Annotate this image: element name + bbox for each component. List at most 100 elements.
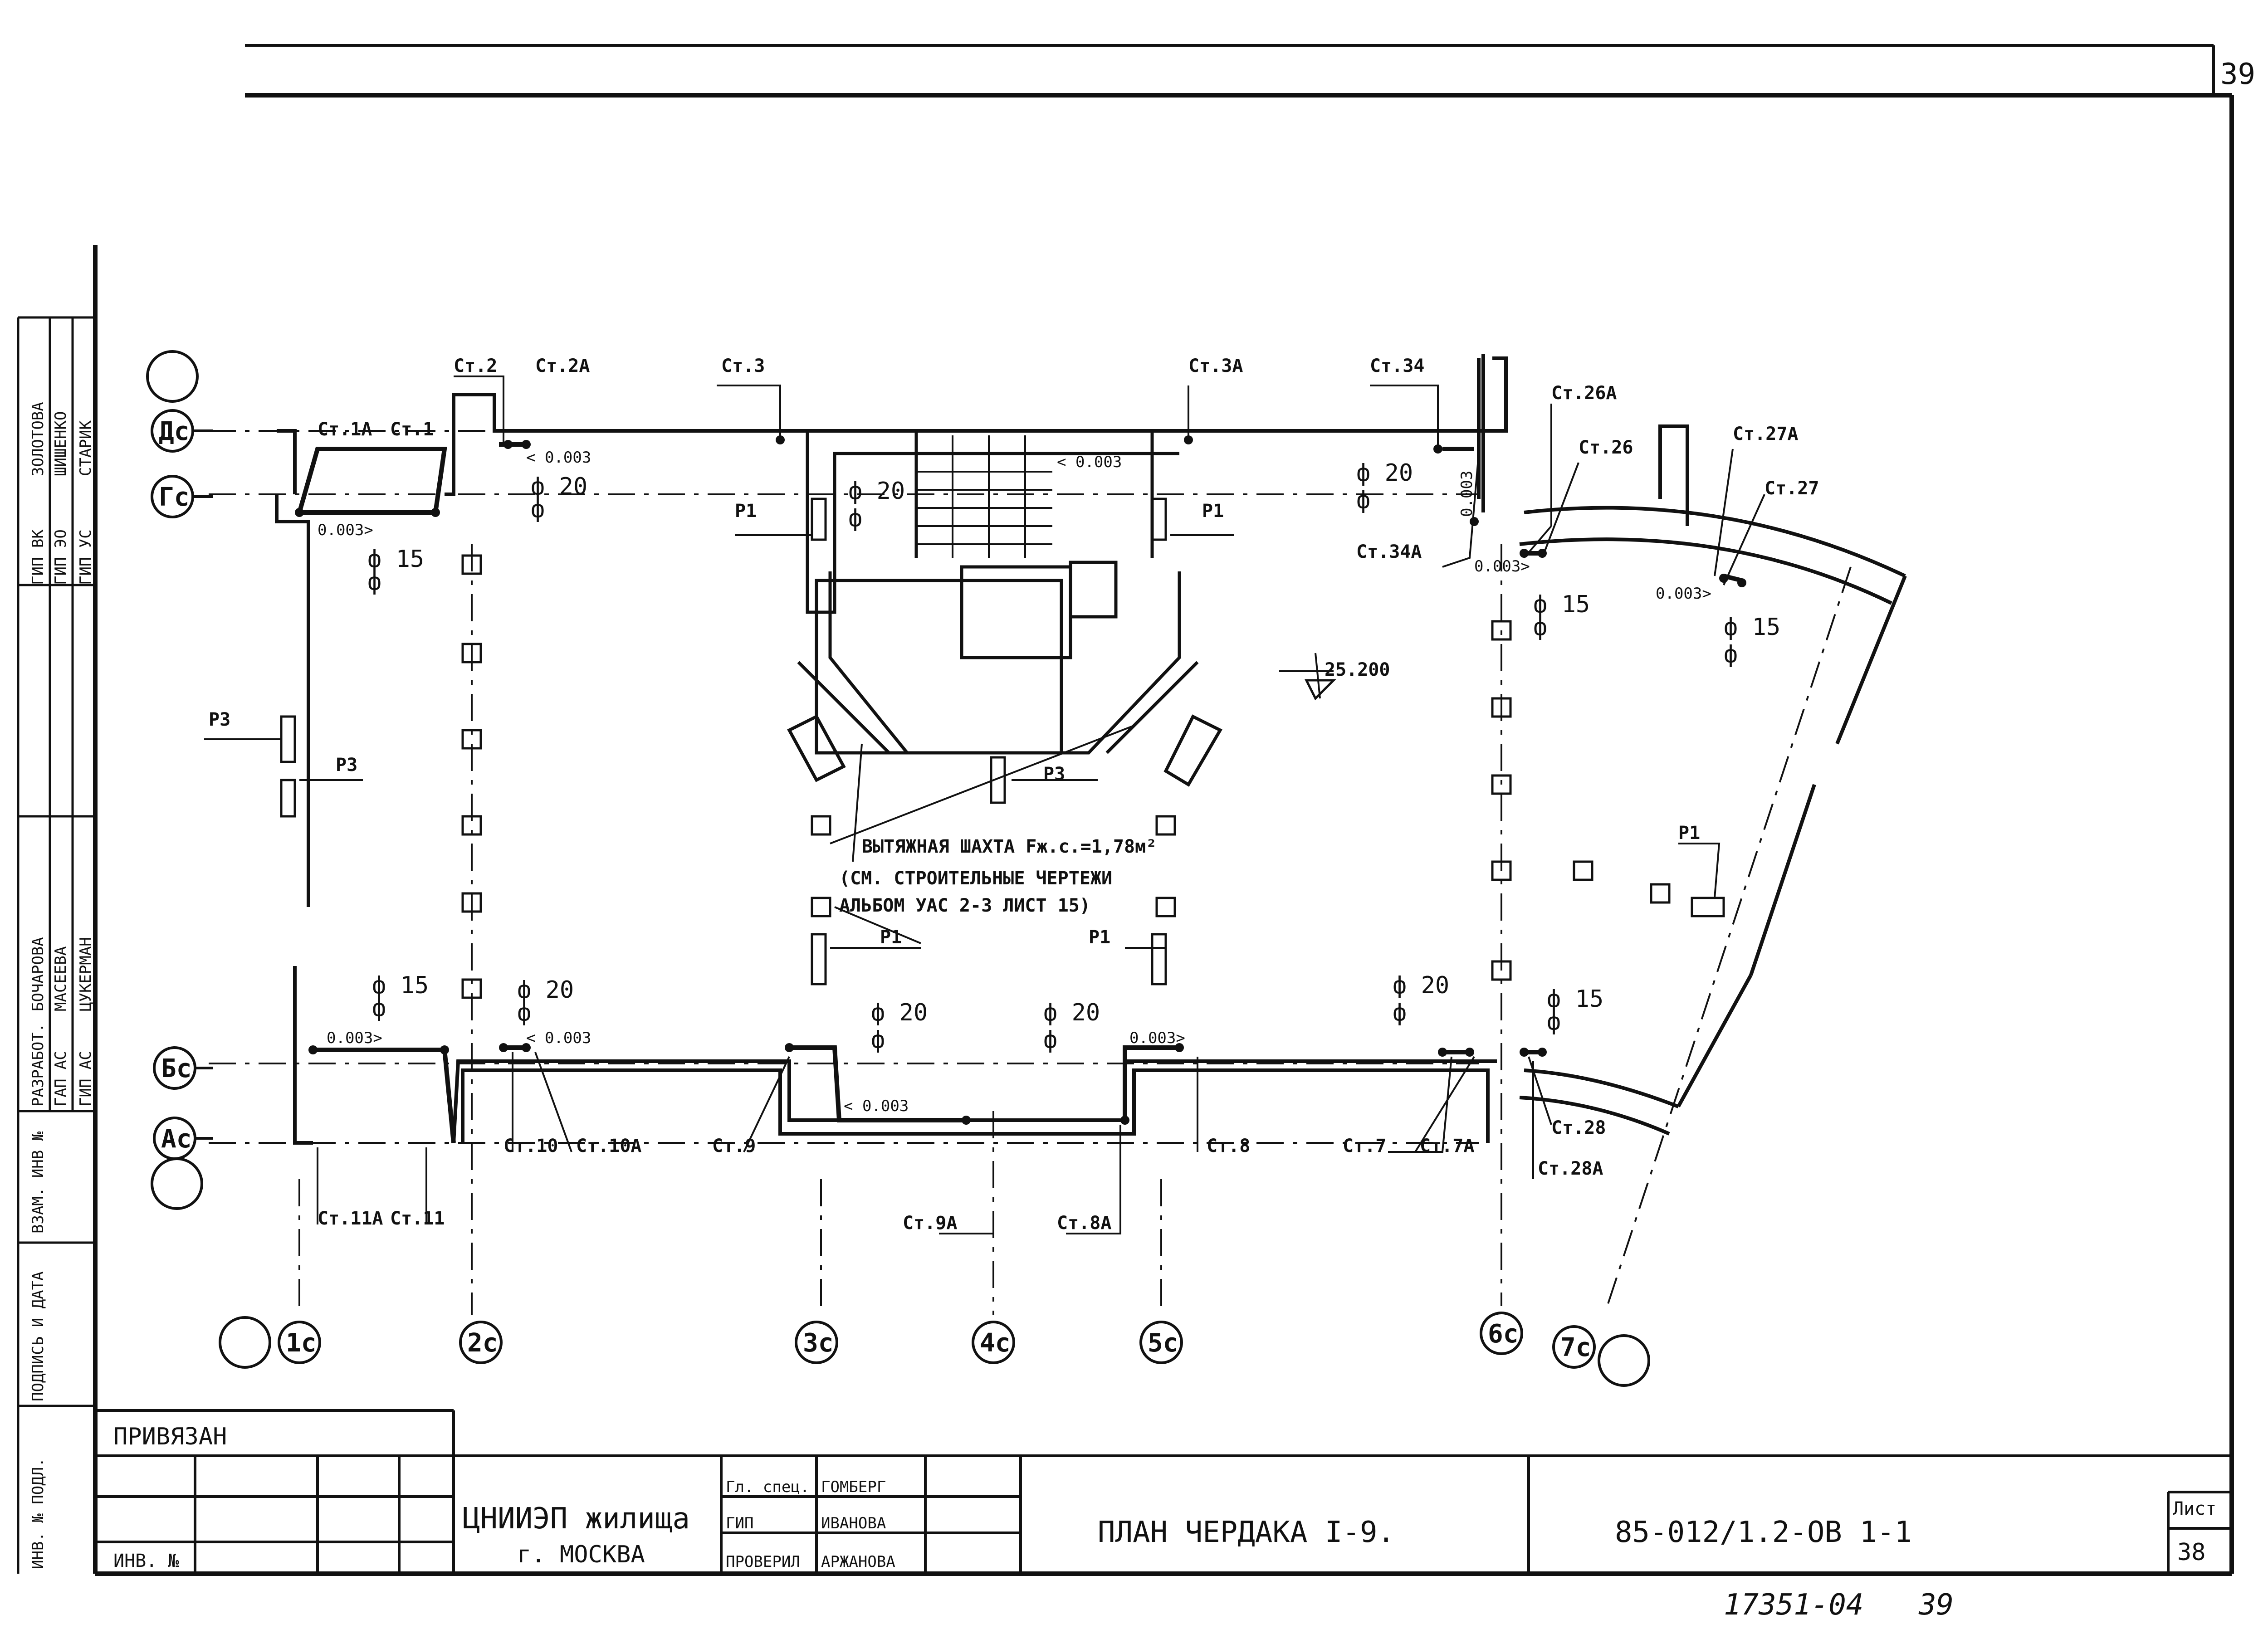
attached-label: ПРИВЯЗАН <box>113 1423 227 1450</box>
dia-phi-11: ф <box>1393 999 1407 1026</box>
dia-phi-1: ф <box>367 568 381 595</box>
bottom-stamp-page: 39 <box>1918 1588 1954 1622</box>
city: г. МОСКВА <box>517 1541 645 1568</box>
grille-p3-1: Р3 <box>209 709 230 730</box>
side-role-2: ГИП ЭО <box>52 529 70 585</box>
riser-st10a: Ст.10А <box>576 1136 642 1156</box>
dia-phi-9: ф <box>871 1026 885 1054</box>
dia-phi-2: ф <box>531 496 545 523</box>
riser-st28: Ст.28 <box>1551 1117 1606 1138</box>
riser-st34: Ст.34 <box>1370 356 1424 376</box>
riser-st7: Ст.7 <box>1343 1136 1386 1156</box>
dia-phi20-3: ф 20 <box>1356 459 1413 487</box>
grille-p1-1: Р1 <box>735 501 757 522</box>
side-stamp-lower: РАЗРАБОТ. БОЧАРОВА ГАП АС МАСЕЕВА ГИП АС… <box>29 937 95 1107</box>
role-checked: ПРОВЕРИЛ <box>726 1553 800 1571</box>
riser-st3a: Ст.3А <box>1188 356 1243 376</box>
axis-col-1: 1с <box>286 1328 316 1358</box>
dia-phi-8: ф <box>517 999 531 1026</box>
slope-10: 0.003> <box>1129 1029 1185 1047</box>
axis-col-4: 4с <box>980 1328 1010 1358</box>
dia-phi15-3: ф 15 <box>1724 614 1780 641</box>
shaft-note-line3: АЛЬБОМ УАС 2-3 ЛИСТ 15) <box>839 895 1090 916</box>
side-role-3: ГИП УС <box>77 529 95 585</box>
axis-col-3: 3с <box>803 1328 833 1358</box>
dia-phi15-5: ф 15 <box>1547 985 1603 1013</box>
side-name-2: ШИШЕНКО <box>52 411 70 476</box>
riser-st2a: Ст.2А <box>535 356 590 376</box>
riser-st1a: Ст.1А <box>318 419 372 440</box>
slope-6: 0.003> <box>1656 585 1711 603</box>
slope-3: < 0.003 <box>1057 453 1122 471</box>
side-stamp-grid <box>17 316 95 1574</box>
riser-st34a: Ст.34А <box>1356 541 1422 562</box>
axis-row-g: Гс <box>159 483 189 512</box>
title-block-grid <box>95 1409 2232 1574</box>
riser-st28a: Ст.28А <box>1538 1158 1603 1179</box>
stair-treads <box>916 435 1052 558</box>
elevation-value: 25.200 <box>1325 659 1390 680</box>
inv-label: ИНВ. № <box>113 1551 179 1571</box>
grille-p1-3: Р1 <box>880 927 902 948</box>
slope-7: 0.003> <box>327 1029 382 1047</box>
side-name-3: СТАРИК <box>77 420 95 476</box>
riser-dots <box>295 435 1746 1125</box>
name-chief-spec: ГОМБЕРГ <box>821 1478 886 1496</box>
grille-p1-5: Р1 <box>1678 823 1700 844</box>
dia-phi-5: ф <box>1533 614 1547 641</box>
riser-st8a: Ст.8А <box>1057 1213 1111 1234</box>
riser-st26a: Ст.26А <box>1551 383 1617 404</box>
name-checked: АРЖАНОВА <box>821 1553 895 1571</box>
axis-col-6: 6с <box>1488 1319 1518 1349</box>
axis-col-7: 7с <box>1560 1333 1591 1362</box>
dia-phi20-4: ф 20 <box>517 976 574 1004</box>
dia-phi-4: ф <box>1356 487 1370 514</box>
shaft-note-line1: ВЫТЯЖНАЯ ШАХТА Fж.с.=1,78м² <box>862 836 1157 857</box>
dia-phi15-1: ф 15 <box>367 546 424 573</box>
dia-phi-10: ф <box>1043 1026 1057 1054</box>
side-name-4: БОЧАРОВА <box>29 937 47 1011</box>
axis-row-a: Ас <box>161 1124 191 1154</box>
field-signature-date: ПОДПИСЬ И ДАТА <box>29 1271 47 1401</box>
slope-4: 0.003 <box>1458 471 1476 517</box>
dia-phi-7: ф <box>372 995 386 1022</box>
grille-p1-2: Р1 <box>1202 501 1224 522</box>
grille-p3-2: Р3 <box>336 755 357 776</box>
dia-phi20-2: ф 20 <box>848 478 905 505</box>
riser-st7a: Ст.7А <box>1420 1136 1474 1156</box>
role-gip: ГИП <box>726 1514 753 1532</box>
sheet-number: 38 <box>2177 1539 2206 1566</box>
drawing-code: 85-012/1.2-ОВ 1-1 <box>1615 1516 1912 1549</box>
slope-8: < 0.003 <box>526 1029 591 1047</box>
grille-p3-3: Р3 <box>1043 764 1065 785</box>
riser-st3: Ст.3 <box>721 356 765 376</box>
riser-st10: Ст.10 <box>503 1136 558 1156</box>
riser-st11: Ст.11 <box>390 1208 445 1229</box>
dia-phi-6: ф <box>1724 641 1738 668</box>
side-role-5: ГАП АС <box>52 1051 70 1107</box>
riser-st11a: Ст.11А <box>318 1208 383 1229</box>
dia-phi20-1: ф 20 <box>531 473 587 500</box>
riser-st8: Ст.8 <box>1207 1136 1250 1156</box>
slope-9: < 0.003 <box>844 1097 909 1115</box>
riser-st9a: Ст.9А <box>903 1213 957 1234</box>
side-stamp-upper: ГИП ВК ЗОЛОТОВА ГИП ЭО ШИШЕНКО ГИП УС СТ… <box>29 402 95 585</box>
axis-col-5: 5с <box>1148 1328 1178 1358</box>
dia-phi20-5: ф 20 <box>871 999 928 1026</box>
dia-phi20-6: ф 20 <box>1043 999 1100 1026</box>
riser-st2: Ст.2 <box>454 356 497 376</box>
dia-phi15-4: ф 15 <box>372 972 429 999</box>
riser-st27: Ст.27 <box>1765 478 1819 499</box>
dia-phi-3: ф <box>848 505 862 532</box>
side-role-6: ГИП АС <box>77 1051 95 1107</box>
slope-2: < 0.003 <box>526 449 591 467</box>
leader-lines <box>204 376 1765 1234</box>
drawing-title: ПЛАН ЧЕРДАКА I-9. <box>1098 1516 1395 1549</box>
field-original-inv: ИНВ. № ПОДЛ. <box>29 1458 47 1569</box>
slope-1: 0.003> <box>318 521 373 539</box>
axis-col-2: 2с <box>467 1328 498 1358</box>
grille-p1-4: Р1 <box>1089 927 1110 948</box>
role-chief-spec: Гл. спец. <box>726 1478 809 1496</box>
bottom-stamp: 17351-04 <box>1724 1588 1863 1622</box>
dia-phi15-2: ф 15 <box>1533 591 1590 618</box>
